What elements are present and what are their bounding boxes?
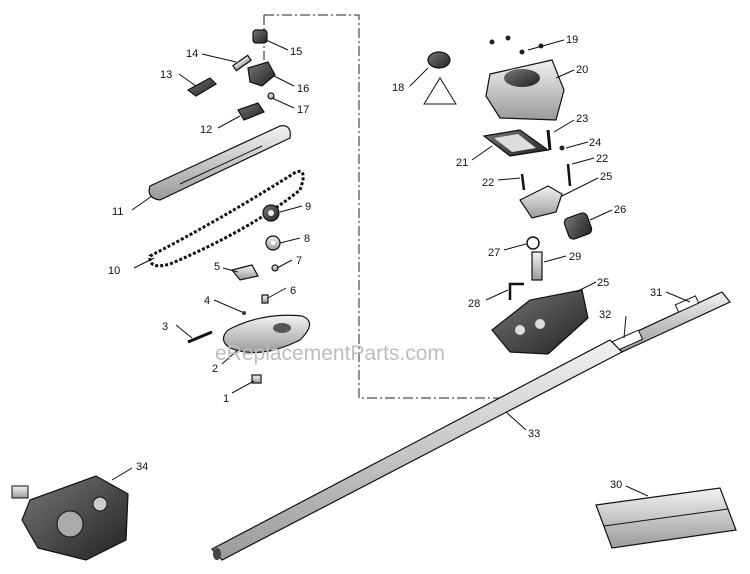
callout-17: 17 — [297, 104, 309, 116]
callout-1: 1 — [223, 393, 229, 405]
part-13-tensioner — [186, 77, 217, 97]
part-2-gear-cover — [222, 314, 311, 354]
callout-2: 2 — [212, 363, 218, 375]
callout-3: 3 — [162, 321, 168, 333]
callout-16: 16 — [297, 83, 309, 95]
part-14-stud — [232, 54, 252, 72]
callout-27: 27 — [488, 247, 500, 259]
part-17-screw — [267, 92, 275, 100]
part-5-clip — [230, 264, 259, 281]
part-11-guide-bar — [148, 125, 291, 201]
part-10-chain — [148, 169, 305, 268]
callout-7: 7 — [296, 255, 302, 267]
part-24-screw — [559, 145, 565, 151]
part-34-power-head — [11, 475, 129, 561]
callout-4: 4 — [204, 295, 210, 307]
callout-5: 5 — [214, 261, 220, 273]
callout-22a: 22 — [482, 177, 494, 189]
callout-18: 18 — [392, 82, 404, 94]
callout-13: 13 — [160, 69, 172, 81]
callout-33: 33 — [528, 428, 540, 440]
callout-19: 19 — [566, 34, 578, 46]
callout-34: 34 — [136, 461, 148, 473]
callout-24: 24 — [589, 137, 601, 149]
callout-9: 9 — [305, 201, 311, 213]
callout-21: 21 — [456, 157, 468, 169]
callout-20: 20 — [576, 64, 588, 76]
callout-30: 30 — [610, 479, 622, 491]
part-8-washer — [265, 235, 281, 251]
callout-31: 31 — [650, 287, 662, 299]
part-29-shaft — [531, 251, 543, 281]
callout-32: 32 — [599, 309, 611, 321]
callout-22b: 22 — [596, 153, 608, 165]
part-19-screws — [489, 35, 544, 55]
part-25-housing-upper — [519, 185, 563, 219]
callout-11: 11 — [112, 206, 123, 218]
callout-26: 26 — [614, 204, 626, 216]
part-30-blade-cover — [595, 487, 737, 549]
callout-6: 6 — [290, 285, 296, 297]
assembly-outline — [264, 14, 526, 399]
part-25-housing-lower — [491, 289, 589, 355]
callout-14: 14 — [186, 48, 198, 60]
part-18-cap — [423, 51, 457, 105]
callout-25b: 25 — [597, 277, 609, 289]
leader-lines — [111, 39, 691, 497]
callout-28: 28 — [468, 298, 480, 310]
callout-15: 15 — [290, 46, 302, 58]
part-12-plate — [237, 102, 265, 121]
part-27-ring — [526, 236, 540, 250]
part-33-drive-shaft-tube — [211, 339, 624, 561]
part-1-nut — [251, 374, 262, 384]
callout-23: 23 — [576, 113, 588, 125]
part-20-gear-housing — [485, 59, 565, 121]
callout-25a: 25 — [600, 171, 612, 183]
part-9-sprocket — [262, 204, 280, 222]
part-16-cover — [247, 61, 276, 87]
callout-8: 8 — [304, 233, 310, 245]
part-22-screws — [520, 163, 572, 191]
callout-12: 12 — [200, 124, 212, 136]
part-6-screw — [261, 294, 269, 304]
part-28-handle — [508, 282, 524, 300]
watermark: eReplacementParts.com — [215, 342, 445, 365]
part-26-bushing — [563, 212, 593, 240]
part-15-nut — [252, 29, 268, 44]
part-23-screw — [546, 129, 552, 151]
callout-numbers: 1 2 3 4 5 6 7 8 9 10 11 12 13 14 15 16 1… — [108, 34, 662, 491]
callout-10: 10 — [108, 265, 120, 277]
part-4-screw — [242, 311, 246, 315]
part-3-pin — [187, 330, 213, 344]
part-21-gasket — [482, 129, 550, 157]
callout-29: 29 — [569, 251, 581, 263]
